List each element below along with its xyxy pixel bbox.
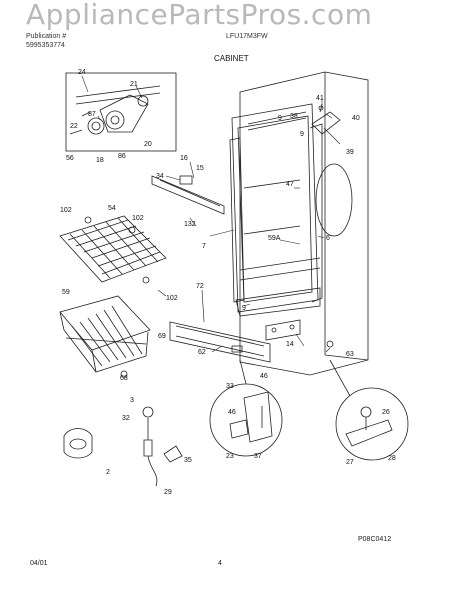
callout-24: 24 <box>78 69 86 76</box>
callout-102-a: 102 <box>60 207 72 214</box>
callout-20: 20 <box>144 141 152 148</box>
callout-14: 14 <box>286 341 294 348</box>
detail-circle-right <box>329 359 409 461</box>
footer-page: 4 <box>218 560 222 567</box>
callout-54: 54 <box>108 205 116 212</box>
kick-plate <box>169 321 271 363</box>
callout-86: 86 <box>118 153 126 160</box>
callout-32: 32 <box>122 415 130 422</box>
callout-35: 35 <box>184 457 192 464</box>
section-title: CABINET <box>214 54 249 63</box>
callout-33: 33 <box>226 383 234 390</box>
callout-9-right: 9 <box>300 131 304 138</box>
callout-15: 15 <box>196 165 204 172</box>
callout-56: 56 <box>66 155 74 162</box>
callout-59a: 59A <box>268 235 281 242</box>
footer-date: 04/01 <box>30 560 48 567</box>
leader-lines <box>81 75 341 353</box>
callout-40: 40 <box>352 115 360 122</box>
callout-47: 47 <box>286 181 294 188</box>
callout-63: 63 <box>346 351 354 358</box>
callout-34: 34 <box>156 173 164 180</box>
detail-circle-left <box>209 359 283 457</box>
callout-62: 62 <box>198 349 206 356</box>
watermark: AppliancePartsPros.com <box>26 0 373 31</box>
callout-26-a: 26 <box>382 409 390 416</box>
callout-39: 39 <box>346 149 354 156</box>
model-number: LFU17M3FW <box>226 33 268 40</box>
publication-label: Publication # <box>26 33 67 40</box>
top-hinge <box>311 103 341 135</box>
callout-41: 41 <box>316 95 324 102</box>
publication-number: 5995353774 <box>26 42 65 49</box>
callout-18: 18 <box>96 157 104 164</box>
callout-9-bottom: 9 <box>242 305 246 312</box>
callout-6: 6 <box>326 235 330 242</box>
callout-102-b: 102 <box>132 215 144 222</box>
wire-shelf <box>59 215 167 284</box>
callout-9-top: 9 <box>278 115 282 122</box>
callout-16: 16 <box>180 155 188 162</box>
callout-102-c: 102 <box>166 295 178 302</box>
callout-3: 3 <box>130 397 134 404</box>
callout-2: 2 <box>106 469 110 476</box>
callout-68: 68 <box>120 375 128 382</box>
callout-28: 28 <box>388 455 396 462</box>
callout-38: 38 <box>290 113 298 120</box>
control-inset <box>65 72 177 152</box>
callout-87: 87 <box>88 111 96 118</box>
front-trim-34 <box>151 175 225 215</box>
callout-27: 27 <box>346 459 354 466</box>
callout-59: 59 <box>62 289 70 296</box>
callout-22: 22 <box>70 123 78 130</box>
callout-labels: 24 21 87 22 56 18 86 20 16 15 34 132 102… <box>60 69 396 496</box>
callout-23: 23 <box>226 453 234 460</box>
callout-29: 29 <box>164 489 172 496</box>
cabinet-body <box>229 71 369 376</box>
figure-code: P08C0412 <box>358 536 392 543</box>
callout-37: 37 <box>254 453 262 460</box>
callout-72: 72 <box>196 283 204 290</box>
callout-46-b: 46 <box>228 409 236 416</box>
callout-21: 21 <box>130 81 138 88</box>
callout-46-a: 46 <box>260 373 268 380</box>
callout-7: 7 <box>202 243 206 250</box>
callout-132: 132 <box>184 221 196 228</box>
bottom-bracket <box>265 319 334 348</box>
drain-parts <box>63 406 183 487</box>
callout-69: 69 <box>158 333 166 340</box>
wire-basket <box>59 295 151 378</box>
